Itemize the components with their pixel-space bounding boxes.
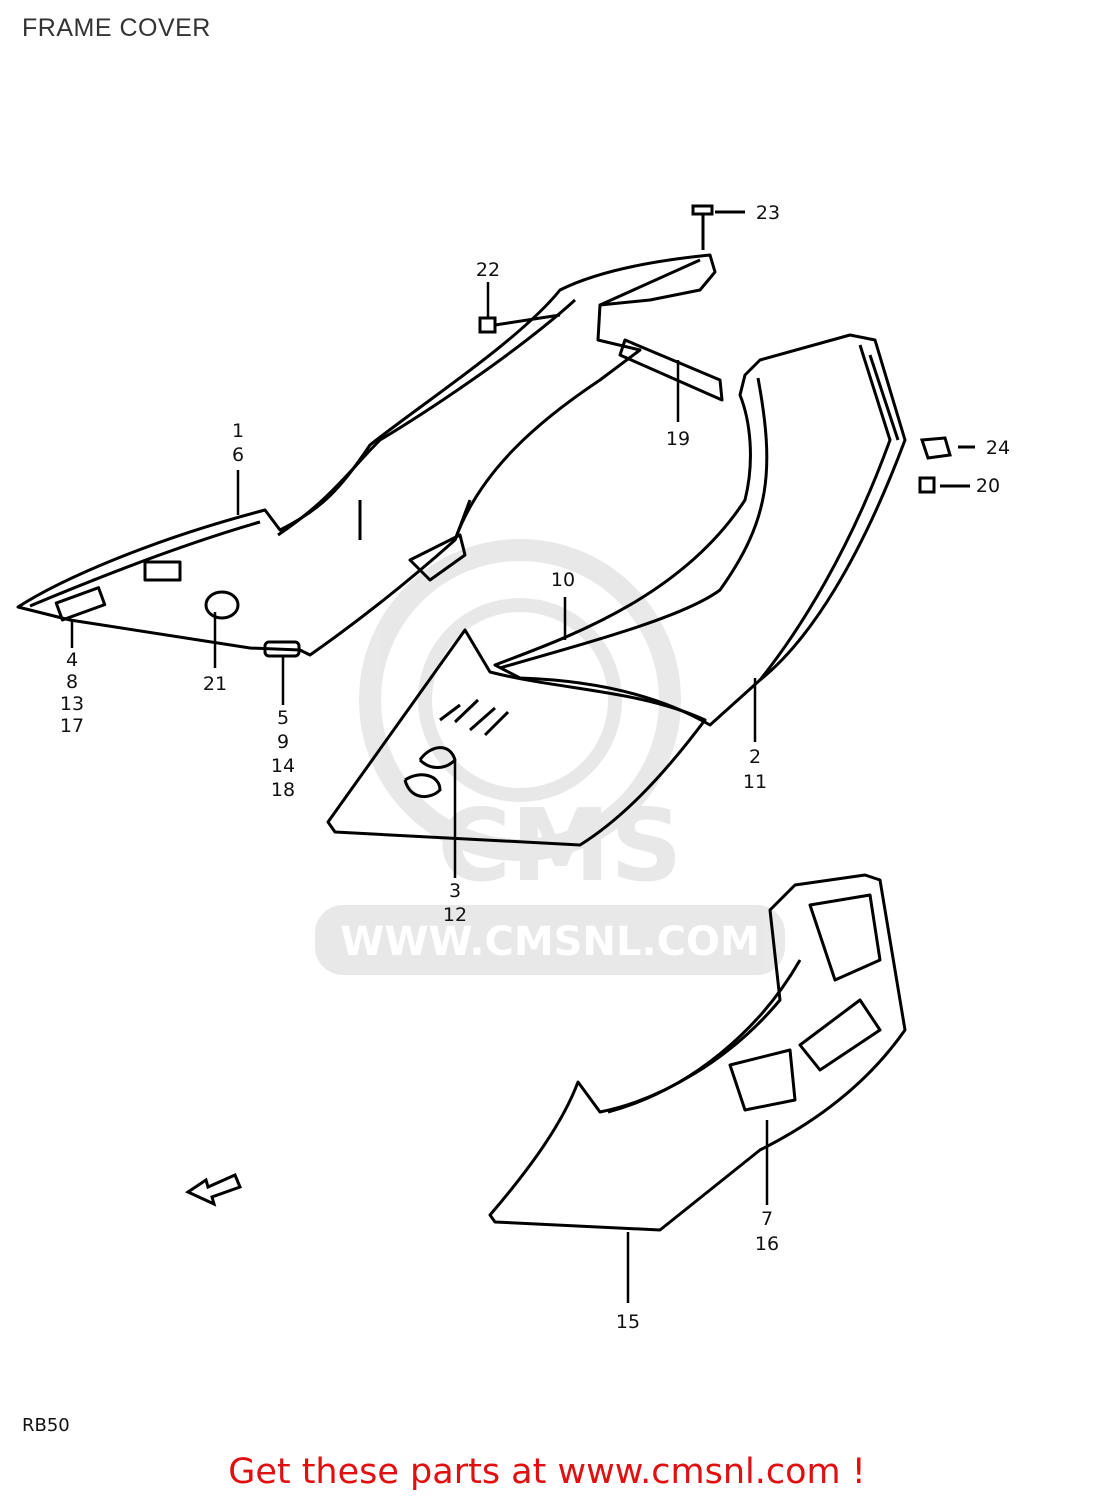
model-code: RB50 [22,1415,70,1436]
callout-9: 9 [277,731,289,753]
callout-20: 20 [976,475,1000,497]
callout-12: 12 [443,904,467,926]
callout-23: 23 [756,202,780,224]
callout-22: 22 [476,259,500,281]
callout-8: 8 [66,671,78,693]
screw-20 [918,476,970,494]
callout-24: 24 [986,437,1010,459]
callout-7: 7 [761,1208,773,1230]
seat-tail-cowl [493,333,907,727]
screw-22 [478,313,561,334]
bolt-23 [691,204,745,250]
callout-17: 17 [60,715,84,737]
callout-5: 5 [277,707,289,729]
callout-2: 2 [749,746,761,768]
cta-link-text[interactable]: Get these parts at www.cmsnl.com ! [228,1452,866,1492]
callout-labels: 1 6 4 8 13 17 21 5 9 14 18 22 23 19 24 2… [60,202,1010,1333]
callout-6: 6 [232,444,244,466]
callout-15: 15 [616,1311,640,1333]
callout-16: 16 [755,1233,779,1255]
clip-24 [919,436,975,460]
lower-side-cover [488,873,907,1232]
cmsnl-watermark: CMS WWW.CMSNL.COM [315,539,785,975]
callout-21: 21 [203,673,227,695]
watermark-brand: CMS [438,787,683,904]
left-frame-cover [16,253,724,658]
callout-3: 3 [449,880,461,902]
callout-4: 4 [66,649,78,671]
callout-10: 10 [551,569,575,591]
callout-13: 13 [60,693,84,715]
callout-14: 14 [271,755,295,777]
callout-18: 18 [271,779,295,801]
callout-1: 1 [232,420,244,442]
callout-19: 19 [666,428,690,450]
leader-lines [70,282,769,1303]
callout-11: 11 [743,771,767,793]
front-direction-arrow [184,1173,242,1207]
page-title: FRAME COVER [22,14,211,42]
watermark-url: WWW.CMSNL.COM [340,919,760,965]
